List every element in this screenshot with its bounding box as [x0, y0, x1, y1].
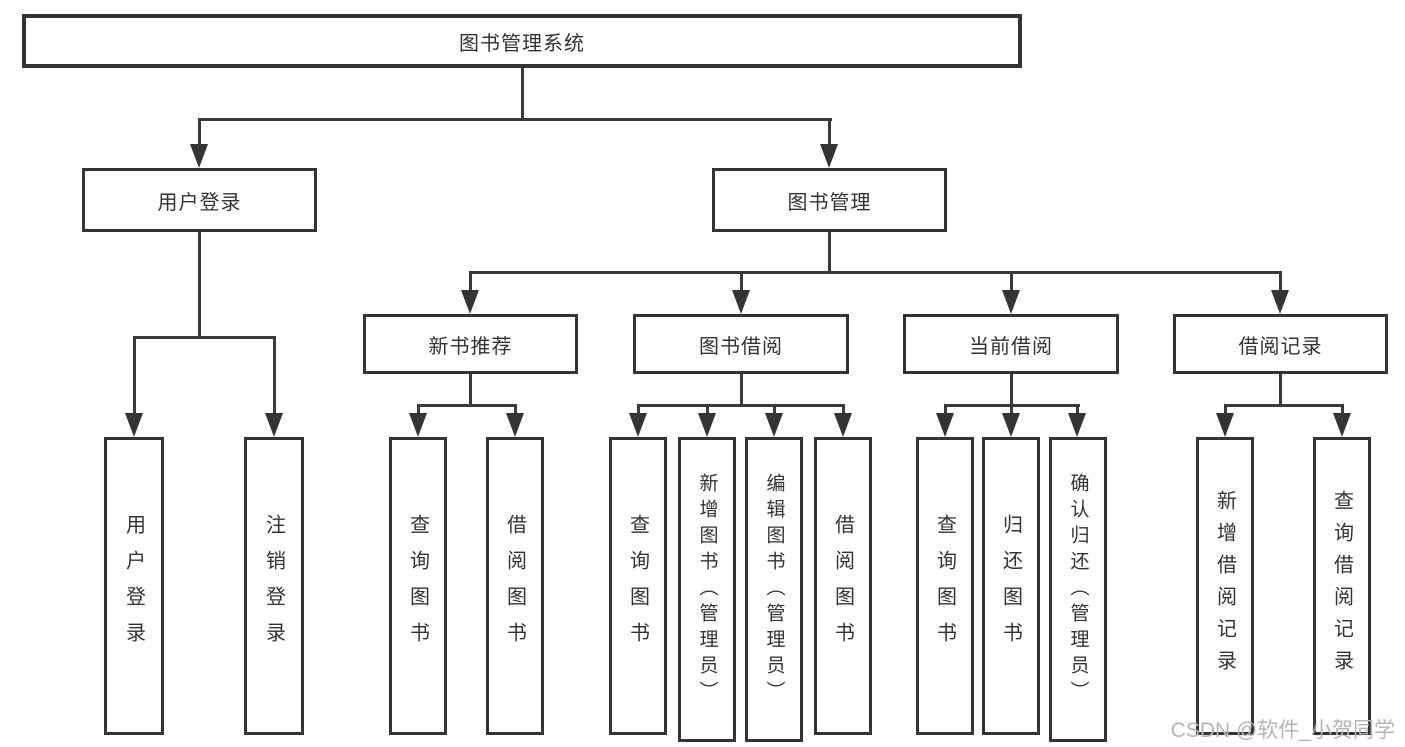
arrowhead-down-icon	[1002, 413, 1020, 437]
arrowhead-down-icon	[820, 144, 838, 168]
node-label: 新增图书（管理员）	[696, 472, 718, 707]
edge-line	[1010, 406, 1013, 415]
arrowhead-down-icon	[765, 413, 783, 437]
node-current-borrow: 当前借阅	[903, 314, 1119, 374]
node-label: 查询借阅记录	[1330, 490, 1353, 682]
node-leaf-query-borrow-record: 查询借阅记录	[1313, 437, 1371, 735]
node-label: 当前借阅	[969, 335, 1053, 358]
node-leaf-add-borrow-record: 新增借阅记录	[1196, 437, 1254, 735]
arrowhead-down-icon	[1271, 290, 1289, 314]
arrowhead-down-icon	[1216, 413, 1234, 437]
node-user-login: 用户登录	[82, 168, 317, 232]
arrowhead-down-icon	[732, 290, 750, 314]
edge-line	[773, 406, 776, 415]
edge-line	[1341, 406, 1344, 415]
edge-line	[1279, 374, 1282, 407]
node-label: 借阅记录	[1238, 335, 1323, 358]
edge-line	[1224, 404, 1344, 407]
node-leaf-confirm-return-admin: 确认归还（管理员）	[1049, 437, 1107, 742]
node-label: 新书推荐	[428, 335, 513, 358]
arrowhead-down-icon	[506, 413, 524, 437]
node-label: 图书管理	[787, 191, 872, 214]
node-leaf-borrow-books: 借阅图书	[486, 437, 544, 735]
edge-line	[1076, 406, 1079, 415]
edge-line	[469, 273, 472, 292]
arrowhead-down-icon	[698, 413, 716, 437]
node-book-management: 图书管理	[712, 168, 947, 232]
edge-line	[469, 374, 472, 407]
node-leaf-query-books: 查询图书	[389, 437, 447, 735]
node-label: 编辑图书（管理员）	[763, 472, 785, 707]
edge-line	[1279, 273, 1282, 292]
edge-line	[133, 338, 136, 413]
node-leaf-query-books-2: 查询图书	[609, 437, 667, 735]
edge-line	[740, 273, 743, 292]
node-root-system: 图书管理系统	[22, 14, 1022, 68]
edge-line	[133, 336, 276, 339]
node-label: 查询图书	[933, 514, 956, 658]
edge-line	[521, 68, 524, 120]
node-label: 借阅图书	[831, 514, 854, 658]
edge-line	[828, 120, 831, 148]
node-label: 注销登录	[262, 514, 285, 658]
arrowhead-down-icon	[1068, 413, 1086, 437]
arrowhead-down-icon	[125, 413, 143, 437]
edge-line	[740, 374, 743, 407]
edge-line	[198, 120, 201, 148]
node-book-borrow: 图书借阅	[633, 314, 849, 374]
csdn-watermark: CSDN @软件_小贺同学	[1170, 719, 1395, 742]
arrowhead-down-icon	[1002, 290, 1020, 314]
edge-line	[828, 232, 831, 272]
edge-line	[469, 271, 1282, 274]
node-leaf-query-books-3: 查询图书	[916, 437, 974, 735]
node-label: 查询图书	[406, 514, 429, 658]
arrowhead-down-icon	[409, 413, 427, 437]
arrowhead-down-icon	[265, 413, 283, 437]
edge-line	[273, 338, 276, 413]
edge-line	[1010, 374, 1013, 407]
arrowhead-down-icon	[1333, 413, 1351, 437]
node-leaf-user-login: 用户登录	[104, 437, 164, 735]
node-label: 归还图书	[999, 514, 1022, 658]
edge-line	[198, 118, 832, 121]
arrowhead-down-icon	[936, 413, 954, 437]
arrowhead-down-icon	[629, 413, 647, 437]
edge-line	[637, 406, 640, 415]
edge-line	[842, 406, 845, 415]
arrowhead-down-icon	[461, 290, 479, 314]
edge-line	[198, 232, 201, 336]
edge-line	[944, 406, 947, 415]
node-leaf-borrow-books-2: 借阅图书	[814, 437, 872, 735]
edge-line	[514, 406, 517, 415]
node-new-book-recommend: 新书推荐	[363, 314, 578, 374]
node-label: 用户登录	[157, 191, 242, 214]
node-label: 用户登录	[122, 514, 145, 658]
node-label: 确认归还（管理员）	[1067, 472, 1089, 707]
node-label: 新增借阅记录	[1213, 490, 1236, 682]
node-leaf-logout: 注销登录	[244, 437, 304, 735]
node-label: 图书管理系统	[459, 32, 585, 55]
node-leaf-return-books: 归还图书	[982, 437, 1040, 735]
node-leaf-add-books-admin: 新增图书（管理员）	[678, 437, 736, 742]
edge-line	[1010, 273, 1013, 292]
arrowhead-down-icon	[834, 413, 852, 437]
edge-line	[944, 404, 1080, 407]
node-label: 查询图书	[626, 514, 649, 658]
node-leaf-edit-books-admin: 编辑图书（管理员）	[745, 437, 803, 742]
edge-line	[417, 406, 420, 415]
node-borrow-record: 借阅记录	[1173, 314, 1388, 374]
edge-line	[1224, 406, 1227, 415]
node-label: 借阅图书	[503, 514, 526, 658]
edge-line	[637, 404, 845, 407]
edge-line	[706, 406, 709, 415]
arrowhead-down-icon	[190, 144, 208, 168]
edge-line	[417, 404, 517, 407]
node-label: 图书借阅	[699, 335, 783, 358]
